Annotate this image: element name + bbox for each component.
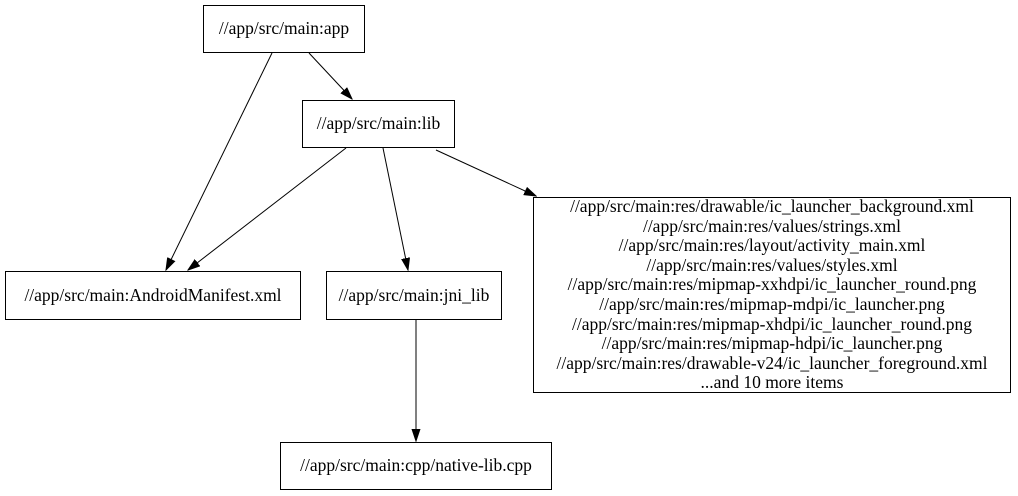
node-native-lib-cpp: //app/src/main:cpp/native-lib.cpp (280, 442, 552, 490)
resource-item: //app/src/main:res/drawable/ic_launcher_… (570, 196, 974, 217)
node-android-manifest: //app/src/main:AndroidManifest.xml (5, 271, 301, 320)
edge-lib-to-resources (435, 149, 536, 196)
node-app-label: //app/src/main:app (218, 18, 350, 39)
edge-lib-to-jni-lib (382, 147, 408, 270)
node-native-lib-cpp-label: //app/src/main:cpp/native-lib.cpp (300, 455, 532, 476)
resource-more-items: ...and 10 more items (700, 372, 844, 393)
resource-item: //app/src/main:res/mipmap-hdpi/ic_launch… (601, 333, 943, 354)
resource-item: //app/src/main:res/values/styles.xml (646, 254, 898, 275)
edge-app-to-lib (308, 52, 352, 99)
node-lib: //app/src/main:lib (302, 100, 455, 148)
node-lib-label: //app/src/main:lib (316, 113, 441, 134)
resource-item: //app/src/main:res/values/strings.xml (642, 215, 902, 236)
resource-item: //app/src/main:res/layout/activity_main.… (618, 235, 926, 256)
node-jni-lib: //app/src/main:jni_lib (326, 271, 502, 320)
resource-item: //app/src/main:res/mipmap-mdpi/ic_launch… (599, 294, 945, 314)
node-resources-group: //app/src/main:res/drawable/ic_launcher_… (533, 196, 1011, 393)
node-jni-lib-label: //app/src/main:jni_lib (338, 284, 490, 305)
resource-item: //app/src/main:res/mipmap-xxhdpi/ic_laun… (567, 274, 977, 295)
node-app: //app/src/main:app (203, 5, 365, 53)
resource-item: //app/src/main:res/drawable-v24/ic_launc… (556, 352, 988, 373)
node-android-manifest-label: //app/src/main:AndroidManifest.xml (24, 284, 282, 305)
edge-lib-to-manifest (188, 147, 347, 270)
edge-app-to-manifest (166, 52, 273, 270)
resource-item: //app/src/main:res/mipmap-xhdpi/ic_launc… (572, 313, 972, 334)
